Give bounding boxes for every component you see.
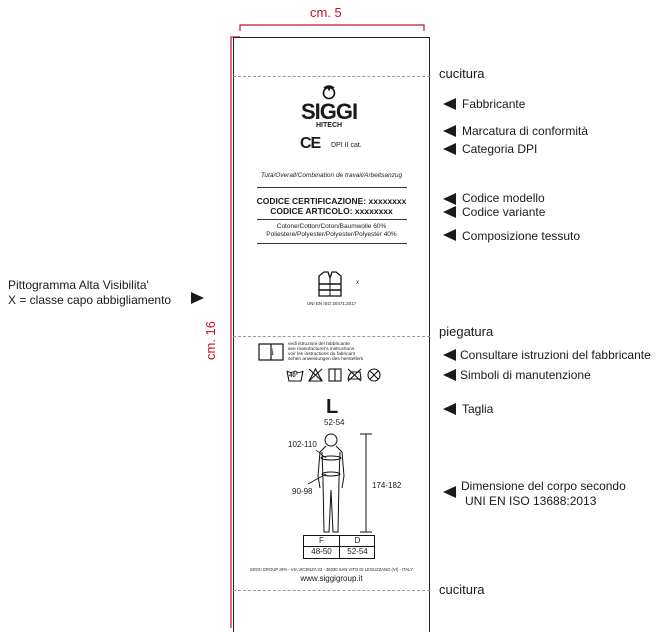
article-code: CODICE ARTICOLO: xxxxxxxx (270, 206, 393, 216)
arrow-icon (443, 486, 456, 498)
annotation-size: Taglia (462, 402, 494, 416)
divider (257, 219, 407, 220)
wash-40-icon (286, 370, 304, 382)
fold-label: piegatura (439, 324, 494, 339)
instructions-line-2: see manufacturer's instructions (288, 347, 355, 352)
chest-measure: 102-110 (288, 440, 317, 449)
annotation-variant-code: Codice variante (462, 205, 546, 219)
arrow-icon (443, 143, 456, 155)
table-value-f: 48-50 (311, 547, 332, 556)
bottom-seam-line (233, 590, 430, 591)
fold-line (233, 336, 430, 337)
top-seam-line (233, 76, 430, 77)
bottom-seam-label: cucitura (439, 582, 485, 597)
instructions-line-3: voir les instructions du fabricant (288, 352, 356, 357)
website: www.siggigroup.it (300, 574, 363, 583)
size-range: 52-54 (324, 418, 345, 427)
dpi-category: DPI II cat. (331, 142, 362, 149)
arrow-icon (443, 206, 456, 218)
top-seam-label: cucitura (439, 66, 485, 81)
arrow-icon (443, 369, 456, 381)
height-label: cm. 16 (203, 320, 218, 360)
annotation-body-2: UNI EN ISO 13688:2013 (465, 494, 597, 508)
label-outline (233, 37, 430, 632)
arrow-icon (443, 229, 456, 241)
arrow-icon (443, 193, 456, 205)
annotation-pictogram-1: Pittogramma Alta Visibilita' (8, 278, 149, 292)
instructions-line-4: sehen anweisungen des herstellers (288, 357, 364, 362)
width-label: cm. 5 (310, 5, 342, 20)
no-ironing-icon (347, 368, 362, 382)
annotation-fabric: Composizione tessuto (462, 229, 581, 243)
garment-type: Tuta/Overall/Combination de travail/Arbe… (260, 172, 403, 179)
size-table: F D 48-50 52-54 (303, 535, 375, 559)
pictogram-class: x (356, 280, 359, 286)
arrow-icon (443, 98, 456, 110)
ce-mark: CE (300, 135, 321, 152)
divider (257, 187, 407, 188)
siggi-logo-icon (322, 85, 336, 100)
company-address: SIGGI GROUP SPA - VIA VICENZA 23 - 36030… (250, 567, 413, 572)
wash-temperature: 40° (289, 373, 299, 379)
body-figure-icon (307, 433, 372, 533)
arrow-icon (443, 349, 456, 361)
arrow-icon (443, 125, 456, 137)
arrow-right-icon (191, 292, 204, 304)
annotation-care: Simboli di manutenzione (460, 368, 591, 382)
high-visibility-vest-icon (318, 271, 342, 297)
composition-polyester: Poliestere/Polyester/Polyester/Polyester… (266, 231, 397, 238)
annotation-pictogram-2: X = classe capo abbigliamento (8, 293, 172, 307)
height-measure: 174-182 (372, 481, 402, 490)
annotation-body-1: Dimensione del corpo secondo (461, 479, 626, 493)
annotation-conformity: Marcatura di conformità (462, 124, 589, 138)
annotation-manufacturer: Fabbricante (462, 97, 526, 111)
no-bleach-icon (308, 368, 323, 382)
composition-cotton: Cotone/Cotton/Coton/Baumwolle 60% (276, 223, 387, 230)
table-header-d: D (354, 536, 361, 545)
arrow-icon (443, 403, 456, 415)
annotation-consult: Consultare istruzioni del fabbricante (460, 348, 651, 362)
instructions-line-1: vedi istruzioni del fabbricante (288, 342, 350, 347)
no-dry-clean-icon (367, 368, 381, 382)
brand-subtitle: HITECH (316, 122, 343, 129)
size-letter: L (326, 396, 339, 418)
divider (257, 243, 407, 244)
table-header-f: F (319, 536, 324, 545)
line-dry-icon (328, 368, 342, 382)
hv-standard: UNI EN ISO 20471:2017 (306, 301, 357, 306)
annotation-model-code: Codice modello (462, 191, 545, 205)
certification-code: CODICE CERTIFICAZIONE: xxxxxxxx (256, 196, 407, 206)
table-value-d: 52-54 (347, 547, 368, 556)
instructions-book-icon: i (258, 343, 284, 361)
waist-measure: 90-98 (292, 487, 313, 496)
annotation-dpi-category: Categoria DPI (462, 142, 538, 156)
svg-text:i: i (272, 347, 275, 357)
brand-name: SIGGI (301, 99, 358, 124)
